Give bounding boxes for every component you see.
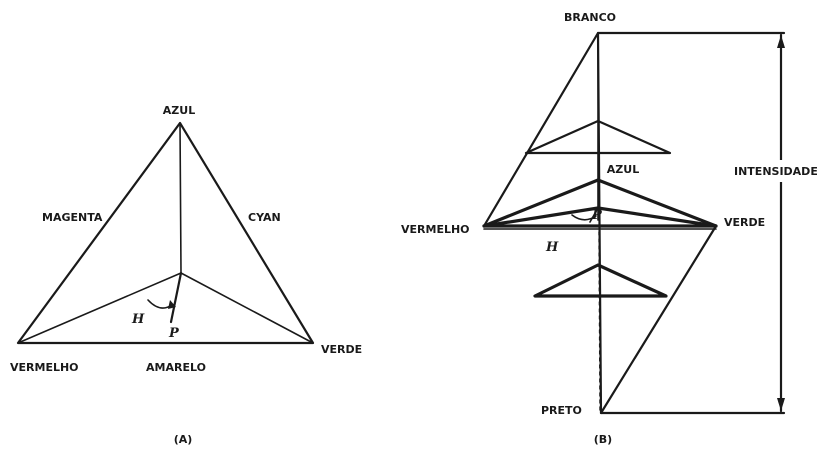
cone-outline	[482, 31, 718, 415]
vertex-label-preto: PRETO	[541, 404, 582, 417]
spoke-to-vermelho	[17, 272, 182, 344]
caption-a: (A)	[174, 433, 193, 446]
vertex-label-verde: VERDE	[321, 343, 362, 356]
axis-label-intensidade: INTENSIDADE	[734, 165, 817, 178]
spoke-to-azul	[179, 122, 182, 274]
hue-angle-arc-b	[571, 214, 597, 221]
edge-label-magenta: MAGENTA	[42, 211, 103, 224]
intensity-arrow-top	[777, 35, 785, 48]
spoke-to-verde	[180, 272, 314, 344]
lower-slice	[533, 263, 668, 298]
upper-slice	[524, 119, 672, 155]
figure-a-color-triangle: AZUL MAGENTA CYAN VERMELHO AMARELO VERDE…	[10, 104, 362, 446]
symbol-p-b: P	[591, 208, 603, 223]
hue-arc-arrow	[168, 300, 176, 309]
point-vector-b	[589, 207, 599, 223]
triangle-outline	[16, 121, 315, 345]
vertex-label-vermelho: VERMELHO	[10, 361, 79, 374]
figure-b-double-cone: BRANCO AZUL VERMELHO VERDE INTENSIDADE P…	[401, 11, 817, 446]
intensity-axis-lower	[598, 231, 601, 411]
middle-slice-inner-b	[596, 206, 718, 228]
symbol-h: H	[131, 312, 145, 327]
intensity-arrow-bottom	[777, 398, 785, 411]
edge-label-amarelo: AMARELO	[146, 361, 206, 374]
middle-slice-upper	[482, 178, 718, 228]
vertex-label-vermelho-b: VERMELHO	[401, 223, 470, 236]
edge-label-cyan: CYAN	[248, 211, 281, 224]
symbol-p: P	[168, 326, 180, 341]
vertex-label-verde-b: VERDE	[724, 216, 765, 229]
symbol-h-b: H	[545, 240, 559, 255]
caption-b: (B)	[594, 433, 612, 446]
intensity-label-gap	[732, 160, 814, 182]
middle-slice-inner-a	[482, 206, 600, 228]
vertex-label-branco: BRANCO	[564, 11, 616, 24]
inner-label-azul: AZUL	[607, 163, 639, 176]
vertex-label-azul: AZUL	[163, 104, 195, 117]
hue-angle-arc	[147, 299, 173, 309]
point-vector	[169, 271, 183, 324]
